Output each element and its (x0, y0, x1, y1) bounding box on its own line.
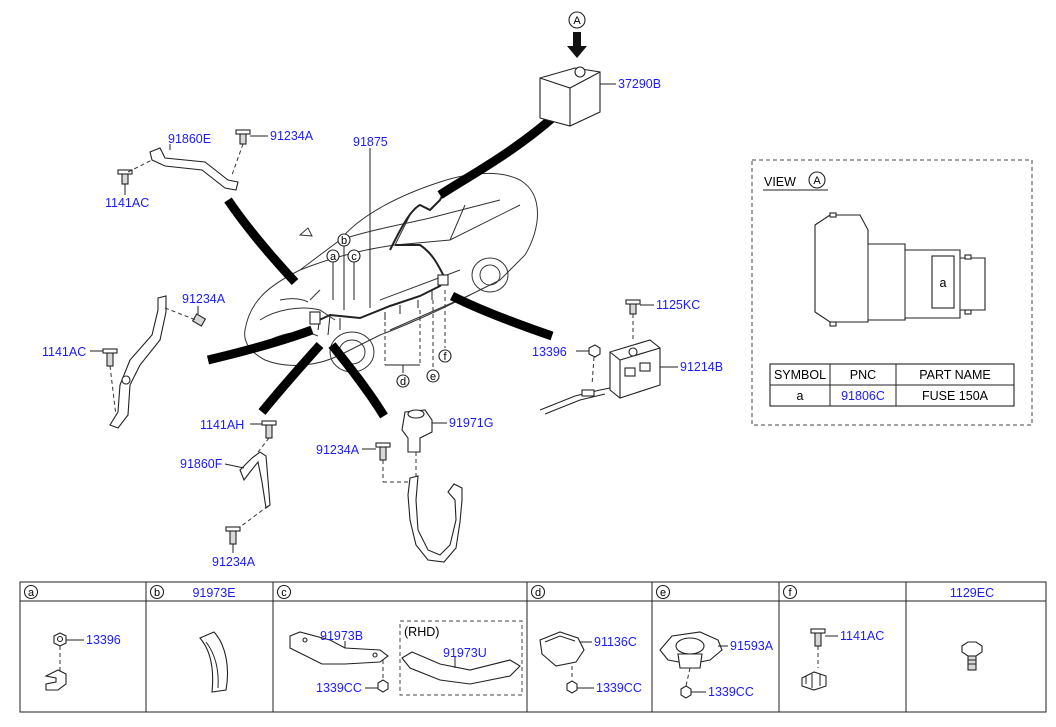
callout-f: f (443, 351, 447, 363)
cell-c-rhd: (RHD) (404, 625, 439, 639)
view-table-partname: FUSE 150A (922, 389, 989, 403)
cable-91860F: 1141AH 91860F 91234A (180, 418, 277, 569)
view-title: VIEW (764, 175, 796, 189)
label-91234A-3: 91234A (212, 555, 256, 569)
car-callouts: a b c d e f (326, 148, 452, 388)
label-13396: 13396 (532, 345, 567, 359)
label-91234A-2: 91234A (182, 292, 226, 306)
cell-d-91136C: 91136C (594, 635, 637, 649)
cable-left-1141AC: 1141AC 91234A (42, 292, 226, 429)
label-91860E: 91860E (168, 132, 211, 146)
wiring-harness (309, 189, 449, 336)
view-a-marker: A (573, 15, 581, 27)
view-table-header-pnc: PNC (850, 368, 876, 382)
cell-d-connector: 91136C 1339CC (539, 631, 642, 695)
callout-d: d (400, 376, 406, 388)
callout-e: e (430, 371, 436, 383)
table-header-d: d (535, 587, 541, 599)
label-1125KC: 1125KC (656, 298, 700, 312)
cable-91860E: 91860E 91234A 1141AC (105, 129, 314, 210)
label-91971G: 91971G (449, 416, 493, 430)
callout-a: a (330, 251, 337, 263)
table-header-c: c (281, 587, 287, 599)
label-1141AC-1: 1141AC (105, 196, 149, 210)
cell-c-1339CC: 1339CC (316, 681, 362, 695)
cell-c-brackets: 91973B 1339CC (RHD) 91973U (289, 620, 523, 696)
cell-f-1141AC: 1141AC (840, 629, 884, 643)
label-91860F: 91860F (180, 457, 223, 471)
label-91214B: 91214B (680, 360, 723, 374)
cell-c-91973U: 91973U (443, 646, 487, 660)
table-header-b-pnc: 91973E (192, 586, 235, 600)
junction-block-91214B: 1125KC 91214B 13396 (532, 298, 723, 415)
label-91234A-1: 91234A (270, 129, 314, 143)
vehicle-outline (244, 173, 538, 373)
cell-b-protector (199, 631, 229, 693)
pointer-bands (206, 98, 574, 419)
view-title-marker: A (813, 175, 821, 187)
label-1141AC-2: 1141AC (42, 345, 86, 359)
view-table-header-partname: PART NAME (919, 368, 991, 382)
cell-f-bolt-clip: 1141AC (801, 628, 884, 691)
cell-e-91593A: 91593A (730, 639, 774, 653)
cell-e-1339CC: 1339CC (708, 685, 754, 699)
label-91875: 91875 (353, 135, 388, 149)
table-header-b: b (154, 587, 160, 599)
cell-a-nut-bracket: 13396 (44, 632, 121, 691)
cell-1129EC-bolt (961, 641, 983, 671)
cell-e-grommet: 91593A 1339CC (659, 631, 774, 699)
view-fuse-label: a (940, 276, 947, 290)
view-table-symbol: a (797, 389, 804, 403)
table-header-a: a (28, 587, 35, 599)
callout-c: c (351, 251, 357, 263)
label-37290B: 37290B (618, 77, 661, 91)
table-header-e: e (660, 587, 666, 599)
view-table-pnc: 91806C (841, 389, 885, 403)
label-1141AH: 1141AH (200, 418, 244, 432)
table-header-1129EC: 1129EC (950, 586, 994, 600)
table-header-f: f (788, 587, 792, 599)
view-table-header-symbol: SYMBOL (774, 368, 826, 382)
callout-b: b (341, 235, 347, 247)
cell-a-13396: 13396 (86, 633, 121, 647)
connector-91971G: 91971G 91234A (316, 409, 493, 563)
cell-d-1339CC: 1339CC (596, 681, 642, 695)
fuse-box-cover-37290B: A 37290B (539, 11, 661, 127)
view-a-panel: VIEW A a SYMBOL PNC PART NAME a 91806C F… (751, 159, 1033, 426)
cell-c-91973B: 91973B (320, 629, 363, 643)
detail-table: a b 91973E c d e f 1129EC 13396 (19, 581, 1047, 713)
label-91234A-4: 91234A (316, 443, 360, 457)
